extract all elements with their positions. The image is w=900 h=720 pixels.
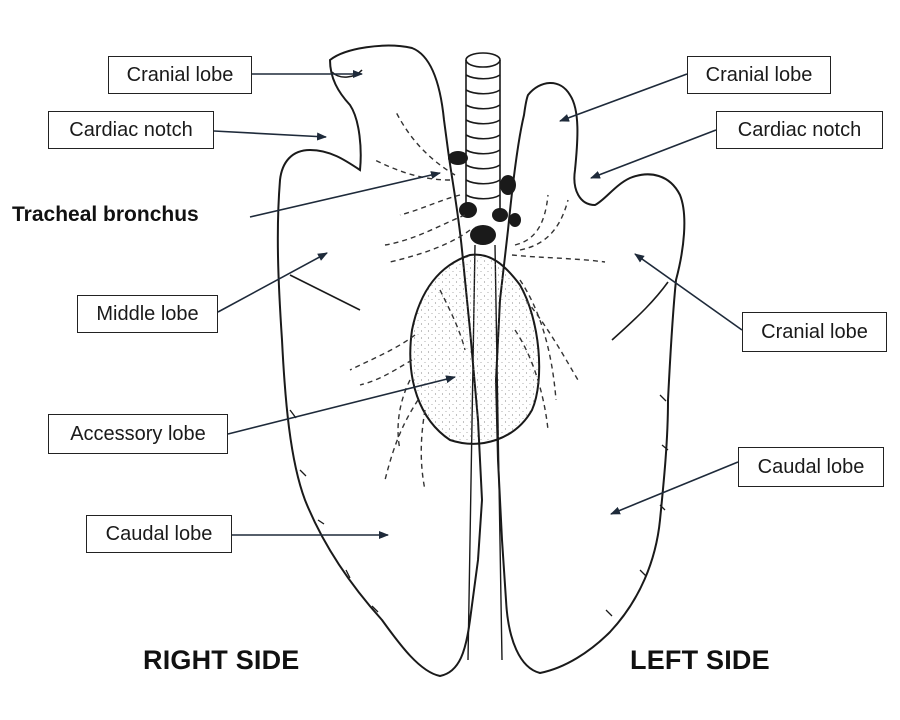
label-accessory-lobe: Accessory lobe: [48, 414, 228, 454]
arrow-left-cardiac-notch: [590, 129, 717, 179]
arrow-right-middle: [217, 252, 328, 313]
arrow-tracheal-bronchus: [249, 171, 441, 218]
left-lobe-fissure: [611, 281, 669, 341]
arrow-left-cranial-lower: [634, 253, 743, 331]
label-left-cardiac-notch: Cardiac notch: [716, 111, 883, 149]
label-text: Cranial lobe: [705, 63, 813, 86]
label-right-cranial-lobe: Cranial lobe: [108, 56, 252, 94]
label-left-cranial-lobe-upper: Cranial lobe: [687, 56, 831, 94]
right-middle-fissure: [289, 274, 361, 311]
arrow-left-caudal: [610, 461, 739, 515]
leader-arrows: [213, 70, 743, 539]
accessory-lobe: [409, 253, 541, 445]
right-lung-edge-detail: [289, 409, 379, 613]
trachea: [465, 52, 501, 215]
label-right-middle-lobe: Middle lobe: [77, 295, 218, 333]
label-text: Cranial lobe: [126, 63, 234, 86]
arrow-accessory: [227, 375, 456, 435]
arrow-right-cardiac-notch: [213, 130, 327, 141]
bronchial-branches: [349, 109, 606, 491]
label-tracheal-bronchus: Tracheal bronchus: [12, 203, 199, 226]
label-text: Cranial lobe: [761, 320, 868, 343]
left-lung-edge-detail: [605, 394, 669, 617]
label-left-cranial-lobe-lower: Cranial lobe: [742, 312, 887, 352]
label-text: Cardiac notch: [69, 118, 193, 141]
label-left-caudal-lobe: Caudal lobe: [738, 447, 884, 487]
right-side-heading: RIGHT SIDE: [143, 645, 300, 675]
label-right-caudal-lobe: Caudal lobe: [86, 515, 232, 553]
label-text: Caudal lobe: [105, 522, 213, 545]
label-text: Caudal lobe: [757, 455, 865, 478]
label-text: Accessory lobe: [70, 422, 206, 445]
label-text: Middle lobe: [96, 302, 199, 325]
right-lung-outline: [276, 44, 484, 678]
left-side-heading: LEFT SIDE: [630, 645, 770, 675]
arrow-left-cranial-upper: [559, 73, 688, 122]
label-text: Cardiac notch: [737, 118, 862, 141]
lymph-nodes: [448, 151, 521, 245]
label-right-cardiac-notch: Cardiac notch: [48, 111, 214, 149]
